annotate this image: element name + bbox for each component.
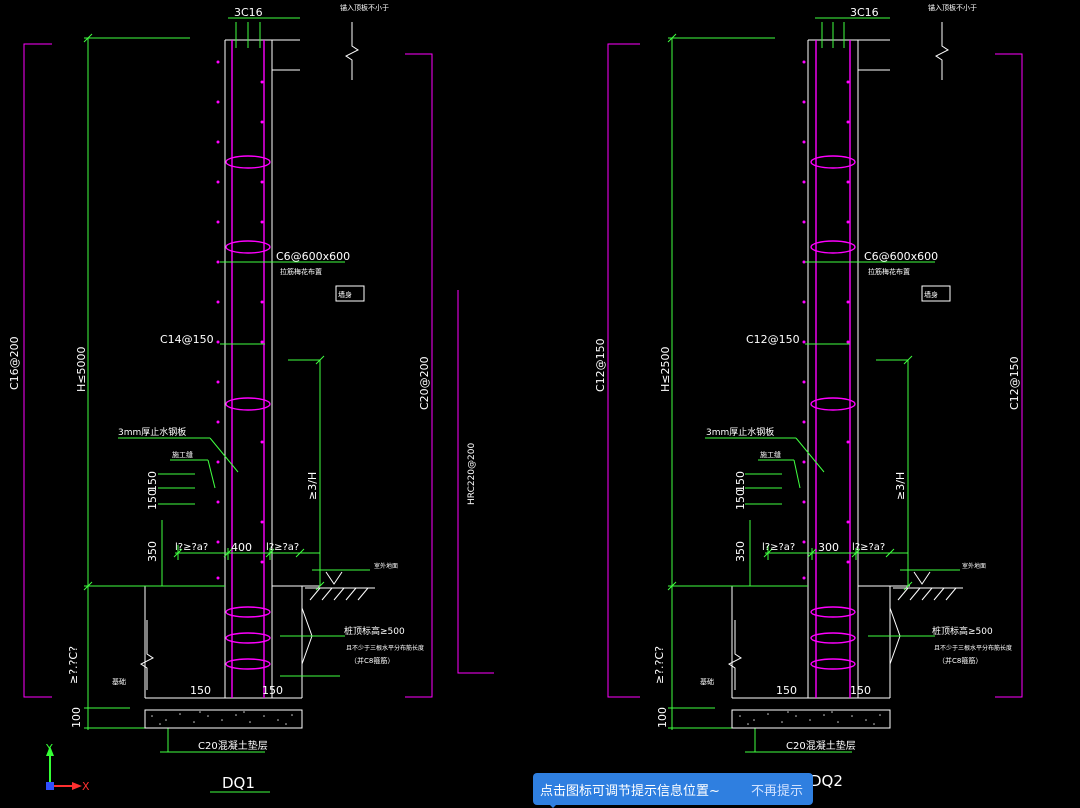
base-break-symbol: [728, 620, 742, 690]
outer-left-label: C16@200: [8, 336, 21, 390]
ucs-axis-icon: Y X: [45, 742, 90, 793]
ucs-x-label: X: [82, 780, 90, 793]
dim-h3-label: ≥3/H: [894, 472, 907, 500]
inner-rebar-label: C6@600x600: [864, 250, 938, 263]
base-dim-label: ≥?.?C?: [653, 646, 666, 684]
top-bars-label: 3C16: [850, 6, 879, 19]
top-bars-label: 3C16: [234, 6, 263, 19]
wall-detail-dq2: 3C16 锚入顶板不小于 C6@600x600 拉筋梅花布置 墙身 C12@15…: [594, 3, 1023, 790]
wall-body-label: 墙身: [924, 290, 938, 299]
thickness-dim: 300: [818, 541, 839, 554]
dim-350: 350: [146, 541, 159, 562]
dimension-lines: [668, 17, 960, 753]
rebar-dots: [802, 60, 850, 580]
vert-rebar-label: C14@150: [160, 333, 214, 346]
dimension-lines: [84, 17, 370, 793]
top-break-symbol: [345, 22, 359, 80]
foot-left-dim: 150: [190, 684, 211, 697]
wall-name: DQ1: [222, 774, 255, 792]
pile-note-2: 且不少于三根水平分布筋长度: [346, 644, 424, 652]
wall-detail-dq1: 3C16 锚入顶板不小于 C6@600x600 拉筋梅花布置 墙身 C14@15…: [8, 3, 494, 793]
dont-show-again-button[interactable]: 不再提示: [750, 783, 803, 799]
far-right-bar: [457, 290, 494, 674]
foot-left-dim: 150: [776, 684, 797, 697]
top-break-symbol: [935, 22, 949, 80]
thickness-dim: 400: [231, 541, 252, 554]
pile-note: 桩顶标高≥500: [344, 625, 405, 637]
dim-150-b: 150: [734, 489, 747, 510]
top-note: 锚入顶板不小于: [928, 3, 977, 12]
la-right-label: l?≥?a?: [852, 542, 885, 553]
cushion-hatch: [151, 711, 293, 725]
inner-rebar-note: 拉筋梅花布置: [868, 267, 910, 276]
hint-toast[interactable]: 点击图标可调节提示信息位置~ 不再提示: [533, 773, 813, 805]
dimension-ticks: [667, 33, 913, 591]
wall-body-box: [335, 285, 365, 302]
top-note: 锚入顶板不小于: [340, 3, 389, 12]
outer-bar-left: [23, 43, 52, 698]
dim-150-b: 150: [146, 489, 159, 510]
wall-name: DQ2: [810, 772, 843, 790]
outer-bar-right: [405, 53, 433, 698]
outer-right-label: C20@200: [418, 356, 431, 410]
inner-rebar-note: 拉筋梅花布置: [280, 267, 322, 276]
rebar-group: [810, 40, 856, 698]
pile-note: 桩顶标高≥500: [932, 625, 993, 637]
waterstop-label: 3mm厚止水钢板: [118, 426, 186, 438]
la-left-label: l?≥?a?: [762, 542, 795, 553]
cushion-layer: [144, 709, 303, 729]
foot-right-dim: 150: [850, 684, 871, 697]
rebar-group: [225, 40, 271, 698]
wall-outline: [731, 39, 910, 699]
joint-label: 施工缝: [172, 450, 193, 459]
wall-body-box: [921, 285, 951, 302]
la-right-label: l?≥?a?: [266, 542, 299, 553]
hint-toast-pointer: [548, 803, 558, 808]
vert-rebar-label: C12@150: [746, 333, 800, 346]
outer-bar-left: [607, 43, 640, 698]
rebar-dots: [216, 60, 264, 580]
cushion-label: C20混凝土垫层: [198, 739, 268, 752]
wall-body-label: 墙身: [338, 290, 352, 299]
cushion-label: C20混凝土垫层: [786, 739, 856, 752]
dim-150-a: 150: [146, 471, 159, 492]
base-break-label: 基础: [112, 677, 126, 686]
joint-label: 施工缝: [760, 450, 781, 459]
outer-left-label: C12@150: [594, 338, 607, 392]
base-dim-label: ≥?.?C?: [67, 646, 80, 684]
ucs-y-label: Y: [45, 742, 53, 755]
waterstop-label: 3mm厚止水钢板: [706, 426, 774, 438]
pile-note-3: （并C8箍筋）: [350, 656, 394, 665]
bottom-100-label: 100: [656, 707, 669, 728]
pile-note-3: （并C8箍筋）: [938, 656, 982, 665]
base-break-label: 基础: [700, 677, 714, 686]
height-label: H≤5000: [75, 347, 88, 392]
dimension-ticks: [83, 33, 325, 591]
dim-350: 350: [734, 541, 747, 562]
bottom-100-label: 100: [70, 707, 83, 728]
wall-outline: [144, 39, 320, 699]
ground-symbol: [893, 571, 963, 601]
pile-note-2: 且不少于三根水平分布筋长度: [934, 644, 1012, 652]
far-right-label: HRC220@200: [467, 443, 477, 505]
ground-symbol: [305, 571, 375, 601]
hint-toast-message[interactable]: 点击图标可调节提示信息位置~: [540, 783, 720, 799]
foot-right-dim: 150: [262, 684, 283, 697]
la-left-label: l?≥?a?: [175, 542, 208, 553]
base-break-symbol: [140, 620, 154, 690]
dim-150-a: 150: [734, 471, 747, 492]
ground-label: 室外地面: [962, 562, 986, 570]
inner-rebar-label: C6@600x600: [276, 250, 350, 263]
outer-right-label: C12@150: [1008, 356, 1021, 410]
outer-bar-right: [995, 53, 1023, 698]
cushion-layer: [731, 709, 891, 729]
height-label: H≤2500: [659, 347, 672, 392]
cushion-hatch: [739, 711, 881, 725]
ground-label: 室外地面: [374, 562, 398, 570]
dim-h3-label: ≥3/H: [306, 472, 319, 500]
